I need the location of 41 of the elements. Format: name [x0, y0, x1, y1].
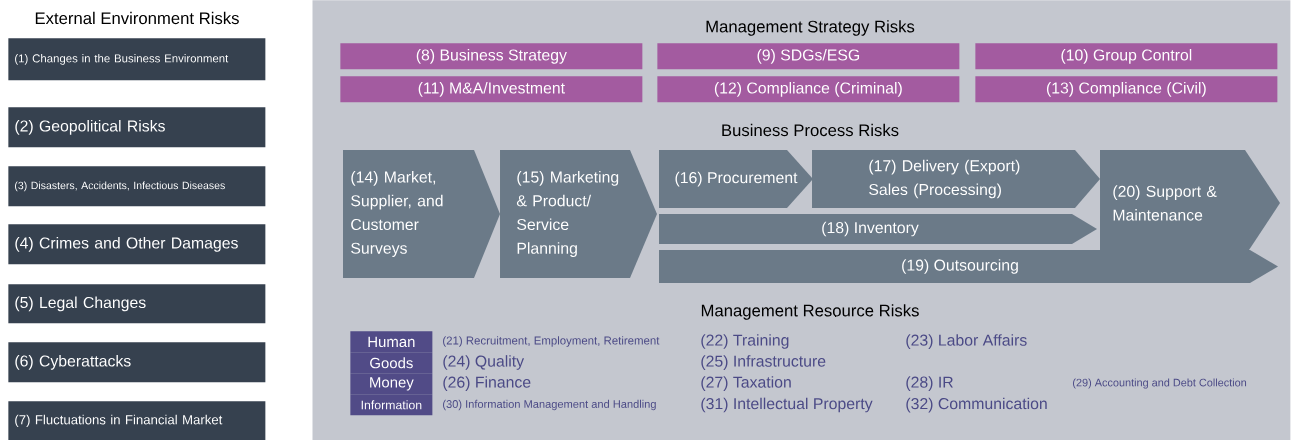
risk-box: (6) Cyberattacks	[8, 342, 266, 383]
process-step: (19) Outsourcing	[659, 250, 1278, 283]
risk-box: (8) Business Strategy	[340, 43, 643, 70]
risk-item: (29) Accounting and Debt Collection	[1073, 378, 1247, 389]
risk-box: (11) M&A/Investment	[340, 76, 643, 103]
risk-box: (7) Fluctuations in Financial Market	[8, 401, 266, 440]
process-step: (20) Support & Maintenance	[1100, 150, 1280, 256]
node-label: Information	[361, 400, 422, 410]
risk-item: (31) Intellectual Property	[701, 397, 873, 413]
process-step: (14) Market, Supplier, and Customer Surveys	[343, 150, 500, 278]
process-step: (17) Delivery (Export) Sales (Processing)	[812, 150, 1100, 208]
risk-item: (24) Quality	[443, 355, 525, 370]
category-cell: Human	[350, 331, 433, 353]
node-label: Money	[370, 377, 414, 391]
risk-item: (28) IR	[906, 376, 953, 391]
risk-box: (5) Legal Changes	[8, 284, 266, 324]
risk-item: (32) Communication	[906, 397, 1047, 413]
risk-box: (4) Crimes and Other Damages	[8, 224, 266, 265]
risk-box: (12) Compliance (Criminal)	[657, 76, 960, 103]
risk-box: (9) SDGs/ESG	[657, 43, 960, 70]
risk-item: (23) Labor Affairs	[906, 334, 1027, 349]
category-cell: Information	[350, 394, 433, 416]
node-label: Goods	[370, 357, 413, 369]
risk-box: (2) Geopolitical Risks	[8, 107, 266, 148]
risk-box: (13) Compliance (Civil)	[975, 76, 1278, 103]
risk-box: (10) Group Control	[975, 43, 1278, 70]
risk-item: (25) Infrastructure	[701, 355, 826, 370]
risk-box: (3) Disasters, Accidents, Infectious Diseases	[8, 166, 266, 207]
node-label: (20) Support & Maintenance	[1113, 185, 1217, 221]
risk-item: (21) Recruitment, Employment, Retirement	[443, 336, 660, 347]
risk-item: (22) Training	[701, 334, 789, 349]
process-step: (16) Procurement	[659, 150, 813, 208]
category-cell: Goods	[350, 352, 433, 374]
node-label: Human	[368, 336, 415, 348]
category-cell: Money	[350, 373, 433, 395]
risk-item: (26) Finance	[443, 376, 531, 391]
risk-item: (27) Taxation	[701, 376, 791, 391]
process-step: (18) Inventory	[659, 214, 1097, 244]
risk-item: (30) Information Management and Handling	[443, 399, 656, 411]
process-step: (15) Marketing & Product/ Service Planning	[500, 150, 657, 278]
risk-box: (1) Changes in the Business Environment	[8, 38, 266, 81]
